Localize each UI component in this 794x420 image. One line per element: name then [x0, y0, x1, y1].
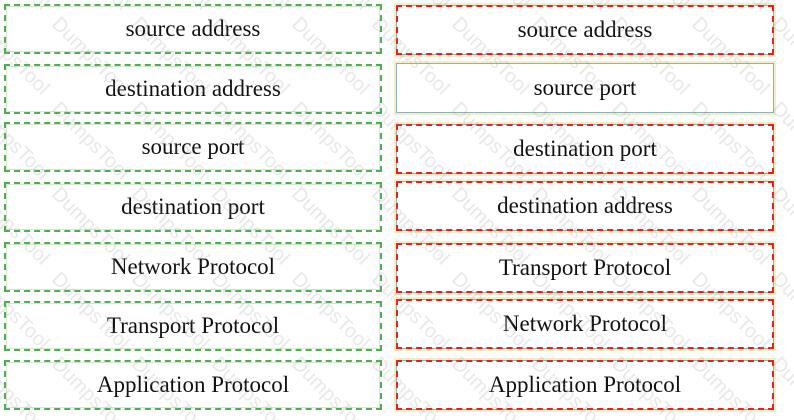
drag-item-source-address[interactable]: source address: [4, 4, 382, 54]
drag-item-source-port[interactable]: source port: [4, 122, 382, 172]
drag-item-transport-protocol[interactable]: Transport Protocol: [4, 301, 382, 351]
drag-item-destination-address[interactable]: destination address: [4, 64, 382, 114]
drop-target-network-protocol[interactable]: Network Protocol: [396, 299, 774, 349]
drag-item-network-protocol[interactable]: Network Protocol: [4, 242, 382, 292]
drop-target-source-port[interactable]: source port: [396, 63, 774, 113]
drop-target-application-protocol[interactable]: Application Protocol: [396, 360, 774, 410]
drop-target-transport-protocol[interactable]: Transport Protocol: [396, 243, 774, 293]
drop-target-source-address[interactable]: source address: [396, 5, 774, 55]
drop-target-destination-port[interactable]: destination port: [396, 124, 774, 174]
drag-item-destination-port[interactable]: destination port: [4, 182, 382, 232]
drag-item-application-protocol[interactable]: Application Protocol: [4, 360, 382, 410]
drop-target-destination-address[interactable]: destination address: [396, 181, 774, 231]
